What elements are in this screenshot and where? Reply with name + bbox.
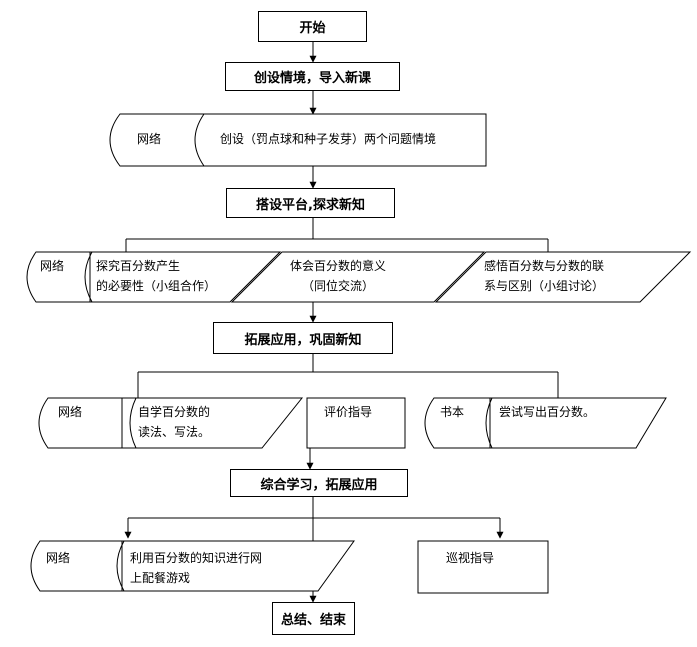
- row3-activity-b-shape: [489, 397, 667, 449]
- row1-resource-shape: [109, 113, 487, 167]
- step-explore-new-knowledge: 搭设平台,探求新知: [226, 188, 395, 218]
- row3-divider-curve-b: [485, 397, 493, 449]
- row4-divider-curve: [116, 540, 125, 592]
- row2-resource-label: 网络: [40, 259, 65, 273]
- row2-activity-a-shape: [89, 251, 282, 303]
- row3-activity-a-label: 自学百分数的 读法、写法。: [138, 405, 211, 439]
- row4-activity-label: 利用百分数的知识进行网 上配餐游戏: [130, 551, 263, 585]
- row2-activity-c-label: 感悟百分数与分数的联 系与区别（小组讨论）: [484, 259, 605, 293]
- step-expand-application: 拓展应用，巩固新知: [213, 322, 393, 354]
- row4-resource-shape: [30, 540, 123, 592]
- step-end: 总结、结束: [272, 602, 355, 635]
- row3-resource-a-shape: [38, 397, 137, 449]
- row3-divider-curve-a: [129, 397, 137, 449]
- row2-resource-shape: [26, 251, 91, 303]
- step-comprehensive-learning: 综合学习，拓展应用: [230, 469, 408, 497]
- row3-activity-b-label: 尝试写出百分数。: [499, 405, 596, 419]
- row1-activity-label: 创设（罚点球和种子发芽）两个问题情境: [220, 132, 437, 146]
- row2-activity-a-label: 探究百分数产生 的必要性（小组合作）: [96, 259, 217, 293]
- row4-activity-shape: [121, 540, 355, 592]
- row4-teacher-label: 巡视指导: [446, 551, 495, 565]
- row3-activity-a-shape: [121, 397, 304, 449]
- row2-divider-curve: [84, 251, 93, 303]
- row3-resource-b-label: 书本: [440, 405, 465, 419]
- row4-resource-label: 网络: [46, 551, 71, 565]
- row3-resource-b-shape: [424, 397, 491, 449]
- row2-activity-b-label: 体会百分数的意义 （同位交流）: [290, 259, 387, 293]
- row2-activity-c-shape: [434, 251, 692, 303]
- row3-teacher-a-shape: [306, 397, 406, 449]
- row2-activity-b-shape: [230, 251, 486, 303]
- row1-resource-label: 网络: [137, 132, 162, 146]
- step-create-situation: 创设情境，导入新课: [225, 62, 400, 91]
- row3-resource-a-label: 网络: [58, 405, 83, 419]
- step-start: 开始: [258, 11, 367, 42]
- row3-teacher-a-label: 评价指导: [324, 405, 373, 419]
- row4-teacher-shape: [417, 540, 549, 594]
- row1-divider-curve: [194, 113, 205, 167]
